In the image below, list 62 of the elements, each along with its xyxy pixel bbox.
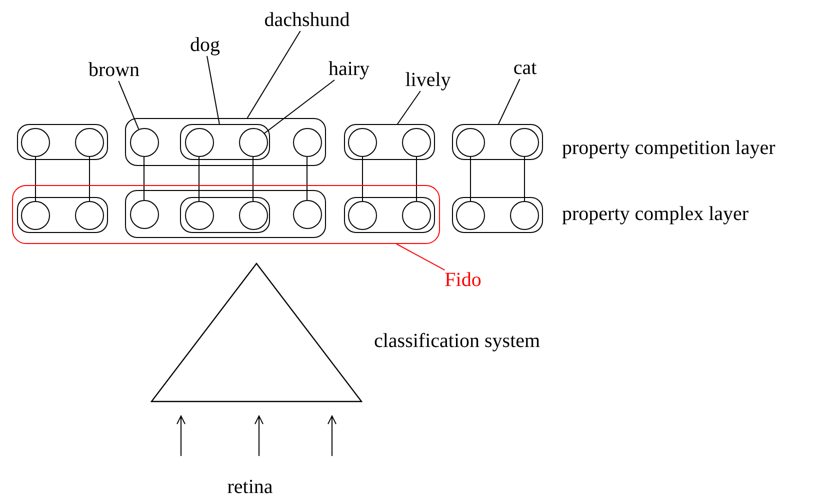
unit-circle — [238, 201, 268, 230]
callout-label: lively — [405, 69, 451, 91]
callout-label: brown — [88, 59, 140, 81]
arrow — [254, 416, 264, 456]
leader-line — [246, 30, 301, 118]
unit-circle — [21, 128, 50, 157]
unit-circle — [402, 128, 431, 157]
connection-line — [198, 156, 200, 202]
unit-group-box — [125, 118, 326, 166]
unit-circle — [75, 201, 104, 230]
leader-line — [396, 244, 446, 271]
unit-group-box — [180, 124, 270, 160]
leader-line — [206, 56, 220, 124]
unit-circle — [510, 128, 539, 157]
arrow — [176, 416, 186, 456]
unit-circle — [238, 128, 268, 157]
unit-group-box — [17, 124, 108, 160]
callout-label: Fido — [444, 269, 482, 291]
leader-line — [118, 80, 140, 130]
unit-group-box — [125, 190, 326, 238]
callout-label: cat — [513, 57, 537, 79]
unit-circle — [348, 128, 377, 157]
unit-circle — [130, 200, 158, 229]
leader-line — [498, 78, 520, 124]
connection-line — [306, 156, 308, 200]
unit-circle — [292, 128, 322, 157]
system-label: classification system — [374, 330, 540, 352]
layer-label: property complex layer — [562, 203, 749, 225]
connection-line — [470, 156, 471, 202]
callout-label: hairy — [328, 58, 370, 80]
unit-group-box — [17, 197, 108, 233]
unit-circle — [456, 201, 485, 230]
classification-triangle — [151, 263, 362, 402]
unit-circle — [184, 128, 214, 157]
layer-label: property competition layer — [562, 137, 776, 159]
connection-line — [362, 156, 363, 202]
unit-circle — [184, 201, 214, 230]
object-group-outline — [12, 185, 440, 244]
connection-line — [35, 156, 36, 202]
arrow — [328, 416, 336, 456]
input-label: retina — [227, 476, 273, 497]
unit-group-box — [452, 197, 543, 233]
unit-circle — [75, 128, 104, 157]
connection-line — [416, 156, 417, 202]
unit-circle — [348, 201, 377, 230]
unit-circle — [510, 201, 539, 230]
connection-line — [89, 156, 90, 202]
leader-line — [397, 90, 421, 124]
callout-label: dachshund — [264, 9, 350, 31]
unit-circle — [402, 201, 431, 230]
unit-group-box — [344, 197, 435, 233]
unit-circle — [292, 200, 322, 229]
unit-circle — [130, 128, 158, 157]
unit-group-box — [180, 197, 270, 233]
leader-line — [264, 80, 335, 134]
callout-label: dog — [190, 34, 220, 56]
unit-group-box — [452, 124, 543, 160]
connection-line — [524, 156, 525, 202]
connection-line — [252, 156, 254, 202]
unit-circle — [21, 201, 50, 230]
unit-group-box — [344, 124, 435, 160]
unit-circle — [456, 128, 485, 157]
